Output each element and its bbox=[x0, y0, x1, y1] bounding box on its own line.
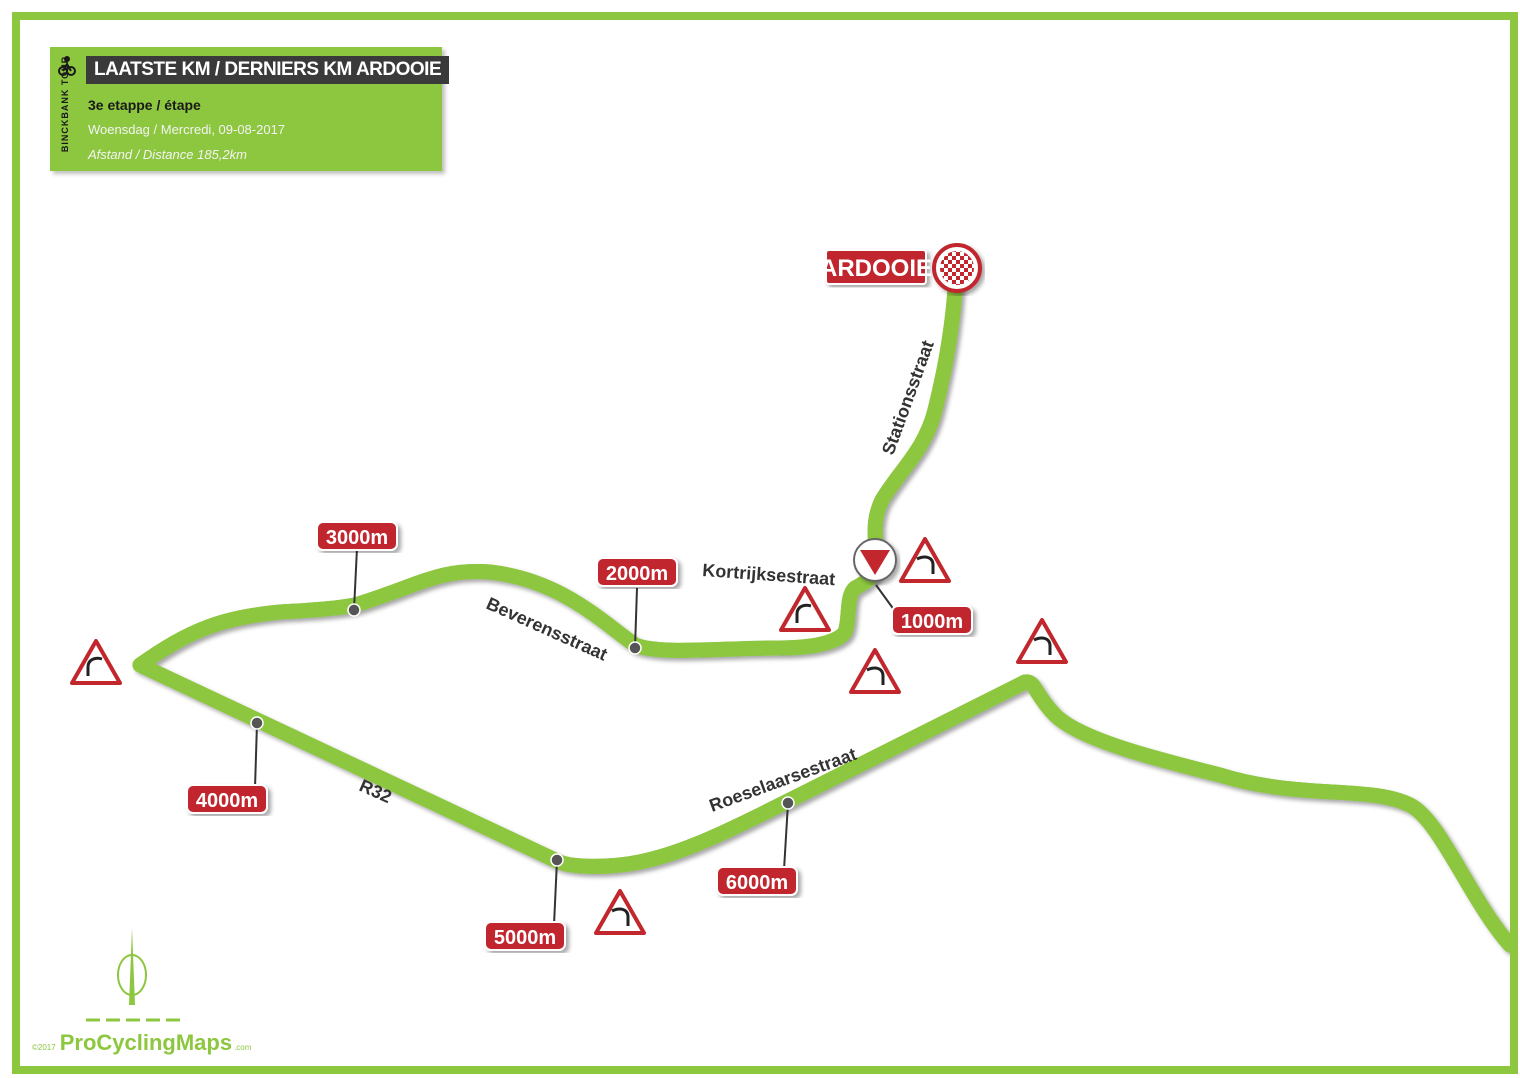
svg-text:3000m: 3000m bbox=[326, 527, 388, 549]
finish-marker: ARDOOIE bbox=[820, 243, 982, 293]
street-kortrijksestraat: Kortrijksestraat bbox=[702, 560, 836, 589]
route-map: 1000m 2000m 3000m 4000m 5000m 6000m bbox=[70, 243, 1510, 1022]
sharp-curve-warning-icon bbox=[849, 648, 901, 694]
sharp-curve-warning-icon bbox=[899, 537, 951, 583]
date-label: Woensdag / Mercredi, 09-08-2017 bbox=[88, 122, 286, 137]
marker-1000m: 1000m bbox=[891, 605, 973, 635]
stage-label: 3e etappe / étape bbox=[88, 97, 201, 113]
finish-label: ARDOOIE bbox=[820, 255, 932, 282]
page-title: LAATSTE KM / DERNIERS KM ARDOOIE bbox=[86, 56, 450, 84]
distance-label: Afstand / Distance 185,2km bbox=[88, 147, 247, 162]
cyclist-logo-icon bbox=[58, 56, 76, 76]
svg-text:4000m: 4000m bbox=[196, 790, 258, 812]
marker-6000m: 6000m bbox=[716, 866, 798, 896]
km-marker-dots bbox=[250, 603, 795, 867]
procyclingmaps-emblem-icon bbox=[86, 928, 180, 1022]
red-triangle-flag-icon bbox=[853, 538, 897, 582]
marker-4000m: 4000m bbox=[186, 784, 268, 814]
hazard-signs bbox=[70, 537, 1068, 935]
map-frame: 1000m 2000m 3000m 4000m 5000m 6000m bbox=[12, 12, 1518, 1074]
title-box: BINCKBANK TOUR LAATSTE KM / DERNIERS KM … bbox=[50, 47, 450, 171]
svg-text:1000m: 1000m bbox=[901, 611, 963, 633]
sharp-curve-warning-icon bbox=[594, 889, 646, 935]
logo-suffix: .com bbox=[234, 1043, 252, 1052]
marker-3000m: 3000m bbox=[316, 521, 398, 551]
marker-5000m: 5000m bbox=[484, 921, 566, 951]
sharp-curve-warning-icon bbox=[1016, 618, 1068, 664]
sponsor-strip: BINCKBANK TOUR bbox=[54, 53, 80, 165]
marker-2000m: 2000m bbox=[596, 557, 678, 587]
logo-brand: ProCyclingMaps bbox=[59, 1030, 233, 1055]
svg-text:6000m: 6000m bbox=[726, 872, 788, 894]
svg-text:5000m: 5000m bbox=[494, 927, 556, 949]
logo-copyright: ©2017 bbox=[32, 1043, 56, 1052]
sharp-curve-warning-icon bbox=[70, 639, 122, 685]
sponsor-name: BINCKBANK TOUR bbox=[60, 55, 70, 153]
km-marker-stems bbox=[254, 547, 901, 926]
svg-text:2000m: 2000m bbox=[606, 563, 668, 585]
sharp-curve-warning-icon bbox=[779, 586, 831, 632]
route-centerline bbox=[140, 265, 1510, 945]
